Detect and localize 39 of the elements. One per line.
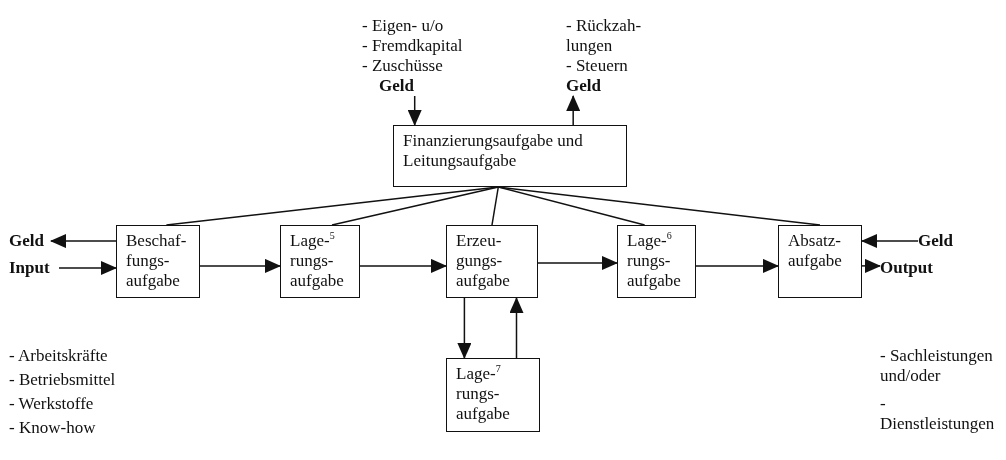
list-item: - Dienstleistungen (880, 394, 996, 434)
process-box: Absatz- aufgabe (778, 225, 862, 298)
connector-line (331, 186, 500, 226)
list-item: - Fremdkapital (362, 36, 463, 56)
list-item: - Betriebsmittel (9, 370, 117, 390)
connector-line (497, 186, 821, 226)
process-box: Lage-$^{7}$ rungs- aufgabe (446, 358, 540, 432)
list-item: - Zuschüsse (362, 56, 443, 76)
flow-label: Geld (918, 231, 960, 251)
arrow (537, 255, 618, 270)
flow-label: Geld (566, 76, 608, 96)
flow-label: Output (880, 258, 944, 278)
arrow (695, 258, 779, 273)
arrow (199, 258, 281, 273)
list-item: - Steuern (566, 56, 629, 76)
list-item: - Rückzah- lungen (566, 16, 643, 56)
process-box: Erzeu- gungs- aufgabe (446, 225, 538, 298)
list-item: - Werkstoffe (9, 394, 95, 414)
arrow (407, 95, 422, 126)
process-box: Finanzierungsaufgabe und Leitungsaufgabe (393, 125, 627, 187)
arrow (861, 258, 881, 273)
list-item: - Arbeitskräfte (9, 346, 109, 366)
list-item: - Sachleistungen und/oder (880, 346, 994, 386)
process-box: Lage-$^{5}$ rungs- aufgabe (280, 225, 360, 298)
flow-label: Input (9, 258, 59, 278)
flow-label: Geld (379, 76, 421, 96)
arrow (566, 95, 581, 126)
arrow (457, 297, 472, 359)
arrow (50, 234, 117, 249)
arrow (509, 297, 524, 359)
list-item: - Eigen- u/o (362, 16, 444, 36)
flow-label: Geld (9, 231, 51, 251)
arrow (359, 258, 447, 273)
arrow (861, 234, 919, 248)
connector-line (491, 186, 500, 226)
process-box: Lage-$^{6}$ rungs- aufgabe (617, 225, 696, 298)
process-box: Beschaf- fungs- aufgabe (116, 225, 200, 298)
list-item: - Know-how (9, 418, 97, 438)
arrow (58, 261, 117, 275)
